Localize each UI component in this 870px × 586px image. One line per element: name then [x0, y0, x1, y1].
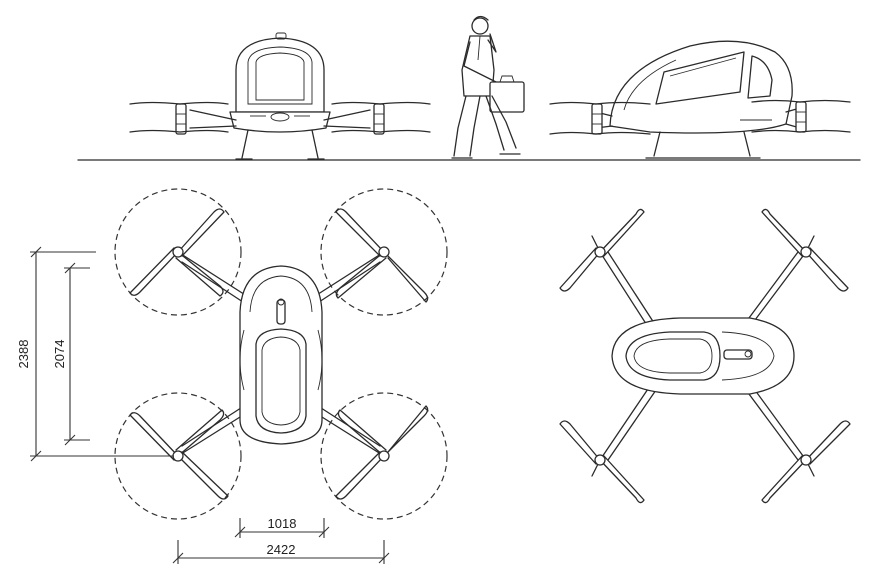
dimension-body-length: 2074 [52, 262, 90, 446]
label-body-length: 2074 [52, 340, 67, 369]
side-view [549, 40, 851, 159]
front-view [129, 32, 431, 160]
label-overall-length: 2388 [16, 340, 31, 369]
human-figure [451, 15, 525, 159]
top-view [114, 188, 448, 520]
label-overall-width: 2422 [267, 542, 296, 557]
dimension-overall-length: 2388 [16, 246, 174, 462]
dimension-body-width: 1018 [234, 516, 330, 538]
top-view-rotated [559, 208, 851, 504]
dimension-overall-width: 2422 [172, 540, 390, 564]
label-body-width: 1018 [268, 516, 297, 531]
